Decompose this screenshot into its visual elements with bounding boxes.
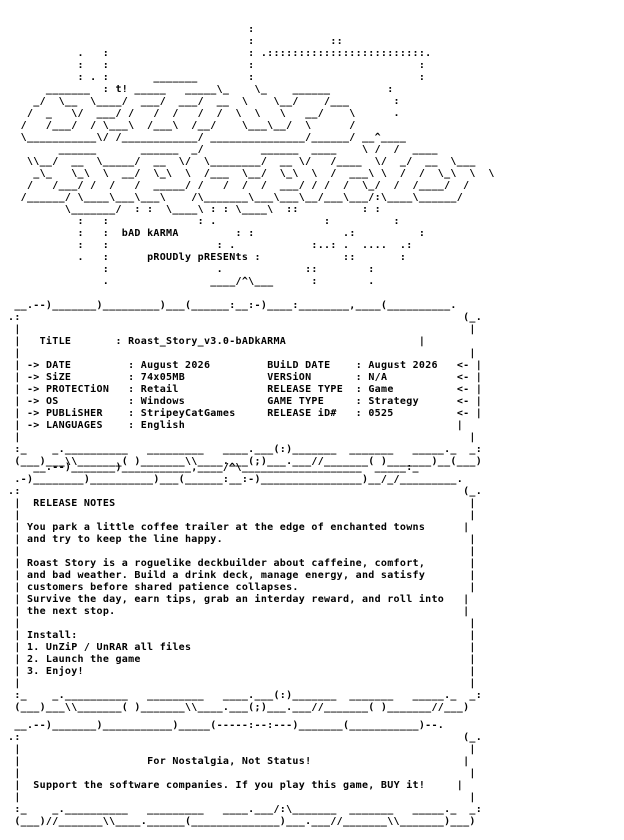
release-os-value: Windows <box>140 396 186 407</box>
release-type-value: Game <box>368 384 394 395</box>
notes-heading: RELEASE NOTES <box>33 498 116 509</box>
release-id-label: RELEASE iD# <box>267 408 337 419</box>
notes-install-step-3: 3. Enjoy! <box>26 666 84 677</box>
notes-para1-line1: You park a little coffee trailer at the … <box>26 522 426 533</box>
release-os-label: OS <box>45 396 59 407</box>
notes-para2-line1: Roast Story is a roguelike deckbuilder a… <box>26 558 426 569</box>
release-game-type-value: Strategy <box>368 396 419 407</box>
release-version-value: N/A <box>368 372 388 383</box>
release-type-label: RELEASE TYPE <box>267 384 344 395</box>
release-build-date-value: August 2026 <box>368 360 438 371</box>
release-info-box: __.--)_______)_________)___(______:__:-)… <box>8 300 483 467</box>
logo-tagline-presents: pROUDly pRESENts <box>147 252 249 263</box>
logo-tagline-group: bAD kARMA <box>121 228 179 239</box>
notes-para2-line2: and bad weather. Build a drink deck, man… <box>26 570 426 581</box>
footer-support: Support the software companies. If you p… <box>33 780 426 791</box>
release-id-value: 0525 <box>368 408 394 419</box>
release-date-label: DATE <box>45 360 72 371</box>
notes-para2-line3: customers before shared patience collaps… <box>26 582 299 593</box>
release-languages-label: LANGUAGES <box>45 420 103 431</box>
release-title-label: TiTLE <box>39 336 72 347</box>
release-title-value: Roast_Story_v3.0-bADkARMA <box>128 336 287 347</box>
release-languages-value: English <box>140 420 186 431</box>
release-protection-label: PROTECTiON <box>45 384 110 395</box>
notes-install-step-1: 1. UnZiP / UnRAR all files <box>26 642 192 653</box>
release-size-label: SiZE <box>45 372 72 383</box>
notes-para2-line5: the next stop. <box>26 606 116 617</box>
footer-box: __.--)_______)___________)_____(-----:--… <box>8 720 483 827</box>
ascii-logo: : : :: . : : .:::::::::::::::::::::::::.… <box>20 24 495 287</box>
footer-motto: For Nostalgia, Not Status! <box>147 756 312 767</box>
release-size-value: 74x05MB <box>140 372 186 383</box>
release-notes-box: __.--)_______)___________,____/^\_______… <box>8 462 483 713</box>
release-publisher-label: PUBLiSHER <box>45 408 103 419</box>
release-publisher-value: StripeyCatGames <box>140 408 236 419</box>
notes-para2-line4: Survive the day, earn tips, grab an inte… <box>26 594 445 605</box>
release-version-label: VERSiON <box>267 372 312 383</box>
release-date-value: August 2026 <box>140 360 211 371</box>
notes-install-step-2: 2. Launch the game <box>26 654 141 665</box>
release-protection-value: Retail <box>140 384 179 395</box>
notes-install-heading: Install: <box>26 630 78 641</box>
release-game-type-label: GAME TYPE <box>267 396 325 407</box>
notes-para1-line2: and try to keep the line happy. <box>26 534 223 545</box>
release-build-date-label: BUiLD DATE <box>267 360 331 371</box>
logo-corner-text: t! <box>115 84 129 95</box>
